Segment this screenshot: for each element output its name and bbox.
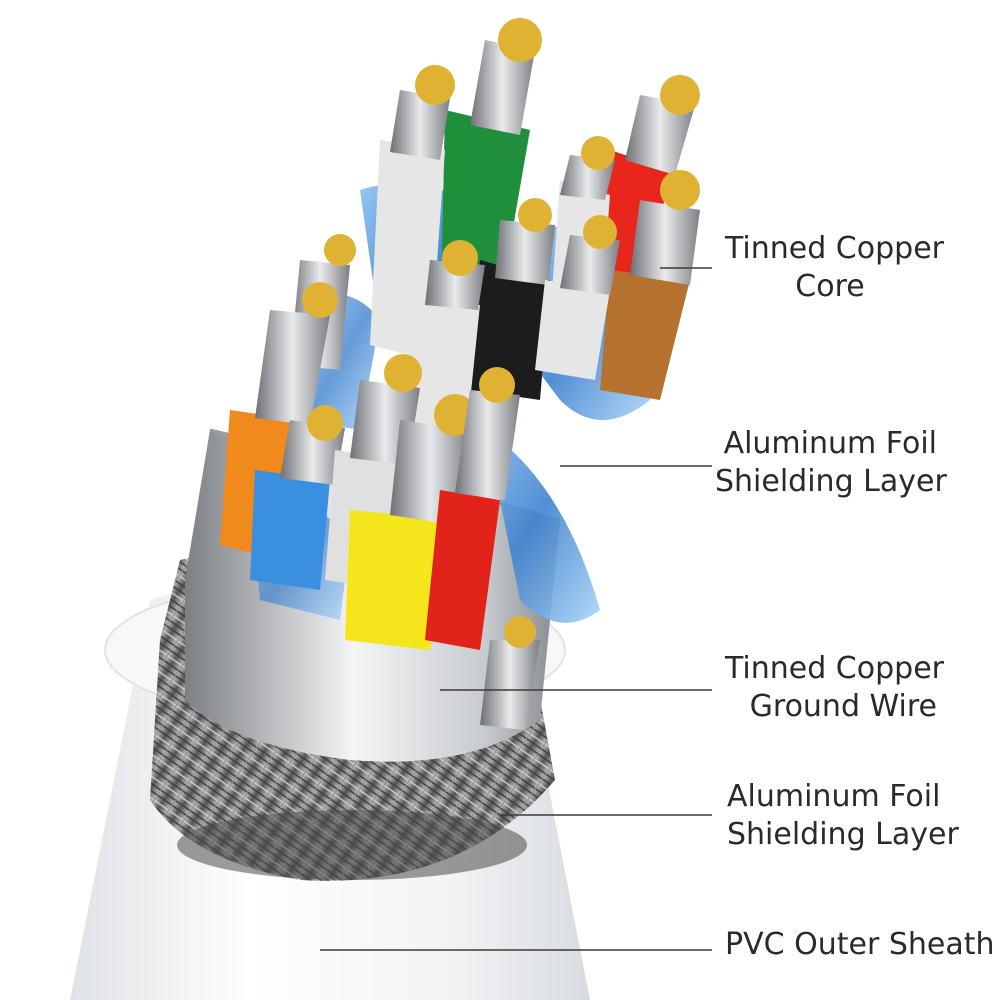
label-aluminum-foil-shielding: Aluminum Foil Shielding Layer bbox=[715, 425, 947, 501]
copper-tip-green bbox=[498, 18, 542, 62]
leader-lines bbox=[320, 267, 712, 951]
label-tinned-copper-ground-wire: Tinned Copper Ground Wire bbox=[725, 650, 944, 726]
label-braid-line2: Shielding Layer bbox=[727, 817, 959, 852]
ground-wire-tip bbox=[504, 616, 536, 648]
label-pvc-outer-sheath: PVC Outer Sheath bbox=[725, 926, 995, 964]
label-core-line2: Core bbox=[795, 269, 865, 304]
copper-tip-brown bbox=[660, 170, 700, 210]
label-foil-line1: Aluminum Foil bbox=[723, 426, 937, 461]
copper-tip-red-2 bbox=[479, 367, 515, 403]
copper-tip-left-top bbox=[324, 234, 356, 266]
copper-tip-black bbox=[518, 198, 552, 232]
label-braid-line1: Aluminum Foil bbox=[727, 779, 941, 814]
label-tinned-copper-core: Tinned Copper Core bbox=[725, 230, 944, 306]
copper-tip-blue bbox=[307, 405, 343, 441]
copper-tip-white bbox=[415, 65, 455, 105]
label-ground-line1: Tinned Copper bbox=[725, 651, 944, 686]
wire-bundle bbox=[220, 18, 700, 730]
copper-tip-white-3 bbox=[442, 240, 478, 276]
label-aluminum-foil-shielding-outer: Aluminum Foil Shielding Layer bbox=[727, 778, 959, 854]
label-core-line1: Tinned Copper bbox=[725, 231, 944, 266]
copper-tip-grey bbox=[384, 354, 422, 392]
copper-tip-orange bbox=[302, 282, 338, 318]
copper-tip-red bbox=[660, 75, 700, 115]
label-sheath-line1: PVC Outer Sheath bbox=[725, 927, 995, 962]
label-ground-line2: Ground Wire bbox=[749, 689, 937, 724]
copper-tip-white-2 bbox=[581, 136, 615, 170]
copper-tip-white-4 bbox=[583, 215, 617, 249]
label-foil-line2: Shielding Layer bbox=[715, 464, 947, 499]
